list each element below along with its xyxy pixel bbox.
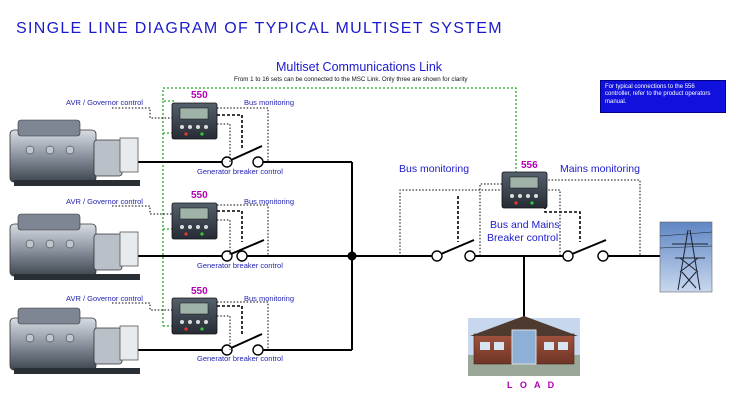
bus-mains-label-line1: Bus and Mains bbox=[490, 219, 560, 231]
bus-monitoring-label-3: Bus monitoring bbox=[244, 294, 295, 303]
bus-breaker bbox=[431, 239, 476, 262]
controller-556 bbox=[501, 171, 548, 209]
controller-id-550-3: 550 bbox=[191, 286, 208, 297]
generator-breaker-2 bbox=[221, 239, 265, 262]
msc-link-note: From 1 to 16 sets can be connected to th… bbox=[234, 76, 468, 83]
bus-mains-label-line2: Breaker control bbox=[487, 232, 559, 244]
msc-link-title: Multiset Communications Link bbox=[276, 60, 443, 74]
load-building-image bbox=[468, 316, 580, 376]
bus-junction bbox=[347, 251, 357, 261]
generator-breaker-label-3: Generator breaker control bbox=[197, 354, 283, 363]
mains-monitoring-label: Mains monitoring bbox=[560, 163, 640, 175]
load-label: L O A D bbox=[507, 380, 557, 390]
controller-550-2 bbox=[171, 202, 218, 240]
controller-id-556: 556 bbox=[521, 160, 538, 171]
generator-set-3 bbox=[9, 307, 140, 374]
power-bus bbox=[138, 161, 660, 351]
controller-id-550-2: 550 bbox=[191, 190, 208, 201]
mains-breaker bbox=[562, 239, 609, 262]
avr-governor-label-3: AVR / Governor control bbox=[66, 294, 143, 303]
avr-governor-label-1: AVR / Governor control bbox=[66, 98, 143, 107]
controller-556-note-box: For typical connections to the 556 contr… bbox=[600, 80, 726, 113]
bus-monitoring-label-1: Bus monitoring bbox=[244, 98, 295, 107]
controller-550-1 bbox=[171, 102, 218, 140]
generator-breaker-1 bbox=[221, 145, 264, 168]
monitoring-lines bbox=[112, 107, 641, 350]
avr-governor-label-2: AVR / Governor control bbox=[66, 197, 143, 206]
bus-monitoring-label-556: Bus monitoring bbox=[399, 163, 470, 175]
generator-breaker-3 bbox=[221, 333, 264, 356]
controller-id-550-1: 550 bbox=[191, 90, 208, 101]
generator-breaker-label-1: Generator breaker control bbox=[197, 167, 283, 176]
bus-monitoring-label-2: Bus monitoring bbox=[244, 197, 295, 206]
generator-breaker-label-2: Generator breaker control bbox=[197, 261, 283, 270]
controller-550-3 bbox=[171, 297, 218, 335]
mains-pylon-image bbox=[659, 221, 713, 293]
diagram-title: SINGLE LINE DIAGRAM OF TYPICAL MULTISET … bbox=[16, 20, 503, 37]
generator-set-2 bbox=[9, 213, 140, 280]
generator-set-1 bbox=[9, 119, 140, 186]
